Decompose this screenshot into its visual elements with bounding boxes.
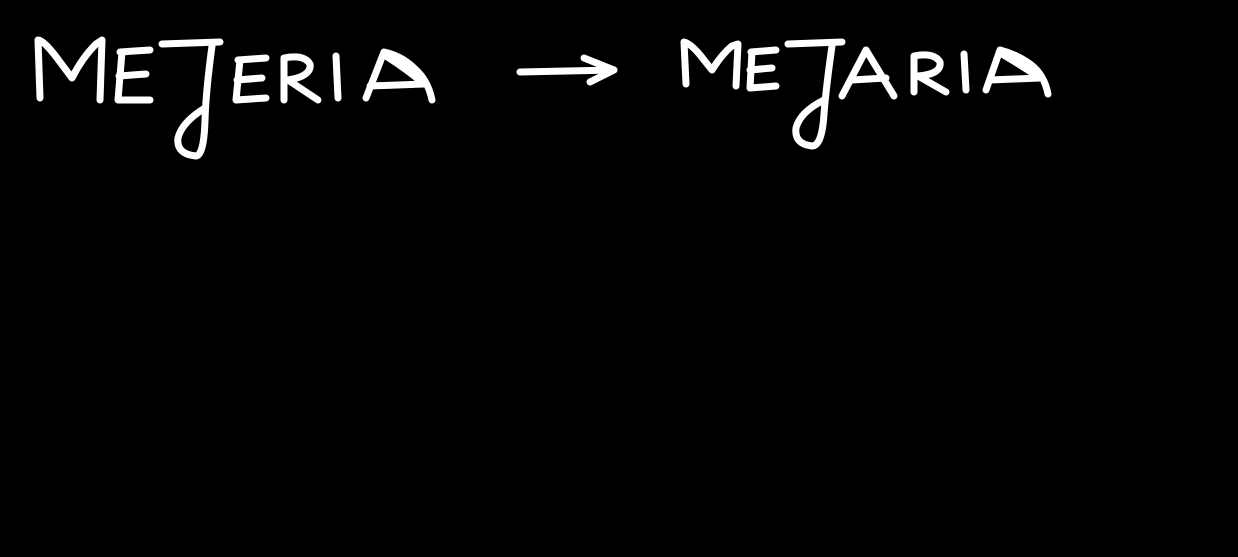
- corrected-letter-r: [910, 51, 950, 96]
- original-letter-i: [332, 52, 342, 102]
- corrected-letter-a: [838, 46, 898, 100]
- original-word: [34, 36, 436, 160]
- original-letter-e2: [232, 54, 270, 104]
- corrected-letter-j: [784, 38, 846, 150]
- corrected-word: [680, 38, 1052, 150]
- corrected-letter-a2: [982, 46, 1052, 98]
- corrected-letter-m: [680, 38, 742, 90]
- original-letter-e: [114, 46, 154, 104]
- corrected-letter-e: [746, 46, 780, 92]
- original-letter-a: [362, 48, 436, 104]
- corrected-letter-i: [960, 50, 970, 94]
- original-letter-j: [158, 38, 224, 160]
- original-letter-r: [280, 53, 322, 104]
- original-letter-m: [34, 36, 106, 104]
- right-arrow-icon: [516, 54, 618, 86]
